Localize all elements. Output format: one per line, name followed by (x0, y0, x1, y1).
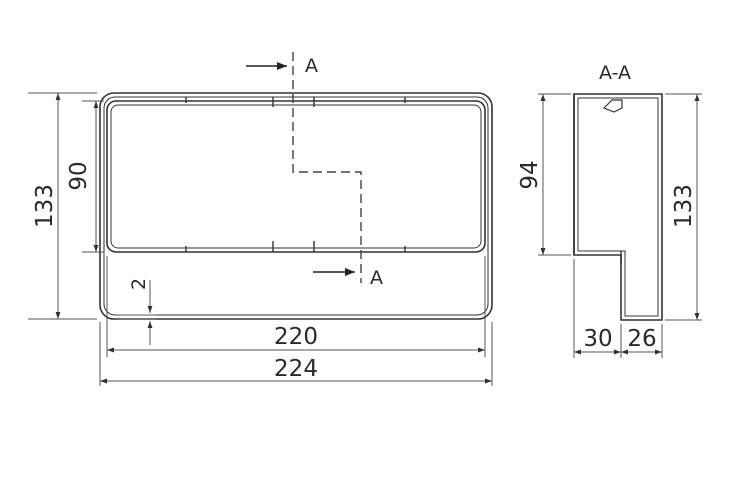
dim-section-outer-height: 133 (671, 184, 697, 228)
dim-wall-group (118, 280, 156, 345)
dim-section-depth-2: 26 (627, 326, 656, 352)
inner-opening (106, 100, 486, 253)
extension-lines-horizontal (99, 256, 493, 386)
section-profile-inner (578, 97, 659, 317)
front-view: A A 220 224 133 90 (28, 52, 493, 386)
dim-wall: 2 (128, 278, 150, 290)
dim-inner-height: 90 (66, 161, 92, 190)
section-view: A-A 94 133 30 26 (517, 62, 702, 358)
ribs-top (185, 97, 406, 107)
dim-outer-height: 133 (32, 184, 58, 228)
section-line (292, 52, 362, 283)
section-mark-bottom: A (370, 267, 383, 289)
dim-outer-width: 224 (274, 356, 318, 382)
ribs-bottom (185, 241, 406, 252)
section-mark-top: A (305, 55, 318, 77)
dim-section-inner-height: 94 (517, 160, 543, 189)
section-profile-outer (573, 93, 663, 321)
inner-opening-edge (110, 104, 482, 249)
outer-frame-inner-edge (103, 96, 489, 316)
outer-frame (99, 92, 493, 320)
section-title: A-A (599, 62, 631, 84)
extension-lines-vertical (28, 92, 104, 320)
section-tab-feature (602, 99, 623, 113)
dim-section-depth-1: 30 (583, 326, 612, 352)
dim-inner-width: 220 (274, 324, 318, 350)
